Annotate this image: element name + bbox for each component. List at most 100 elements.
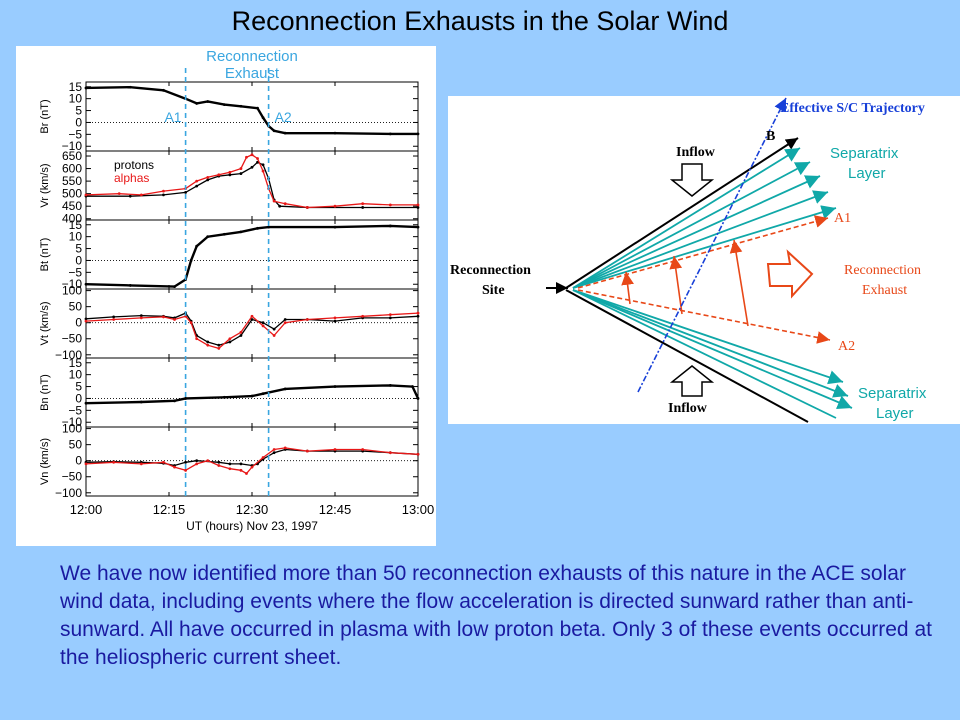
data-point (139, 400, 143, 404)
body-paragraph: We have now identified more than 50 reco… (60, 562, 932, 669)
y-tick-label: 10 (69, 92, 83, 106)
data-point (416, 311, 420, 315)
data-point (361, 448, 365, 451)
data-point (250, 153, 254, 157)
data-point (245, 155, 248, 159)
data-point (283, 387, 287, 391)
data-point (184, 460, 188, 464)
data-point (128, 284, 132, 287)
data-point (388, 313, 392, 317)
data-point (184, 397, 188, 400)
data-point (239, 167, 243, 170)
data-point (305, 206, 309, 209)
y-tick-label: −50 (62, 470, 83, 484)
marker-label: A1 (164, 109, 181, 125)
data-point (388, 383, 392, 387)
data-point (283, 446, 287, 450)
x-tick-label: 12:45 (319, 502, 352, 517)
inflow-top-label: Inflow (676, 145, 716, 160)
y-tick-label: −100 (55, 486, 82, 500)
data-point (256, 106, 259, 110)
y-tick-label: 0 (75, 316, 82, 330)
data-point (162, 189, 165, 193)
data-point (283, 321, 287, 325)
series-line (86, 161, 418, 209)
data-point (173, 465, 176, 469)
data-point (388, 203, 392, 207)
data-point (228, 170, 232, 174)
data-point (139, 462, 143, 466)
y-tick-label: −10 (62, 415, 83, 429)
panel-frame (85, 357, 419, 428)
data-point (222, 232, 226, 236)
data-point (416, 225, 420, 229)
data-point (195, 184, 199, 188)
y-tick-label: 400 (62, 212, 82, 226)
data-point (228, 462, 232, 466)
data-point (162, 460, 165, 464)
data-point (84, 86, 88, 90)
y-tick-label: 5 (75, 380, 82, 394)
data-point (388, 132, 392, 136)
exhaust-label-line1: Reconnection (844, 263, 921, 278)
data-point (272, 451, 276, 455)
data-point (333, 225, 337, 229)
y-tick-label: 50 (69, 438, 83, 452)
data-point (239, 462, 243, 466)
data-point (333, 204, 337, 208)
data-point (206, 178, 210, 182)
data-point (162, 193, 165, 197)
separatrix-lines (572, 147, 853, 419)
data-point (112, 318, 116, 321)
field-line-bottom (565, 289, 809, 423)
data-point (272, 334, 276, 337)
y-tick-label: −100 (55, 348, 82, 362)
data-point (217, 343, 221, 347)
data-point (333, 448, 337, 451)
data-point (361, 206, 365, 209)
series-line (85, 224, 419, 288)
y-tick-label: 15 (69, 80, 83, 94)
x-tick-label: 13:00 (402, 502, 435, 517)
data-point (84, 282, 88, 286)
a2-label: A2 (838, 339, 855, 354)
data-point (173, 399, 176, 403)
data-point (305, 449, 309, 453)
data-point (333, 319, 337, 323)
data-point (84, 462, 88, 466)
data-point (261, 163, 265, 167)
data-point (283, 131, 287, 135)
series-line (85, 154, 418, 209)
legend-entry: protons (114, 158, 154, 172)
data-point (84, 319, 88, 323)
data-point (361, 314, 365, 318)
data-point (228, 467, 232, 471)
marker-label: A2 (275, 109, 292, 125)
data-point (239, 330, 243, 334)
y-tick-label: 100 (62, 284, 82, 298)
data-point (333, 316, 337, 320)
data-point (84, 193, 88, 197)
data-point (250, 314, 254, 318)
data-point (416, 397, 420, 400)
panel-frame (85, 426, 419, 497)
data-point (84, 317, 88, 321)
field-line-top (565, 137, 799, 289)
data-point (278, 204, 282, 208)
data-point (333, 385, 337, 388)
y-tick-label: 550 (62, 174, 82, 188)
data-point (239, 104, 243, 108)
exhaust-flow-arrow (766, 249, 814, 299)
data-point (239, 468, 243, 472)
data-point (256, 226, 259, 230)
data-point (189, 321, 193, 325)
exhaust-label-line2: Exhaust (862, 283, 907, 298)
y-tick-label: 650 (62, 149, 82, 163)
a2-boundary (577, 289, 831, 344)
field-lines (546, 137, 809, 423)
series-line (85, 384, 420, 405)
data-point (228, 340, 232, 344)
data-point (189, 259, 193, 262)
y-tick-label: −10 (62, 277, 83, 291)
